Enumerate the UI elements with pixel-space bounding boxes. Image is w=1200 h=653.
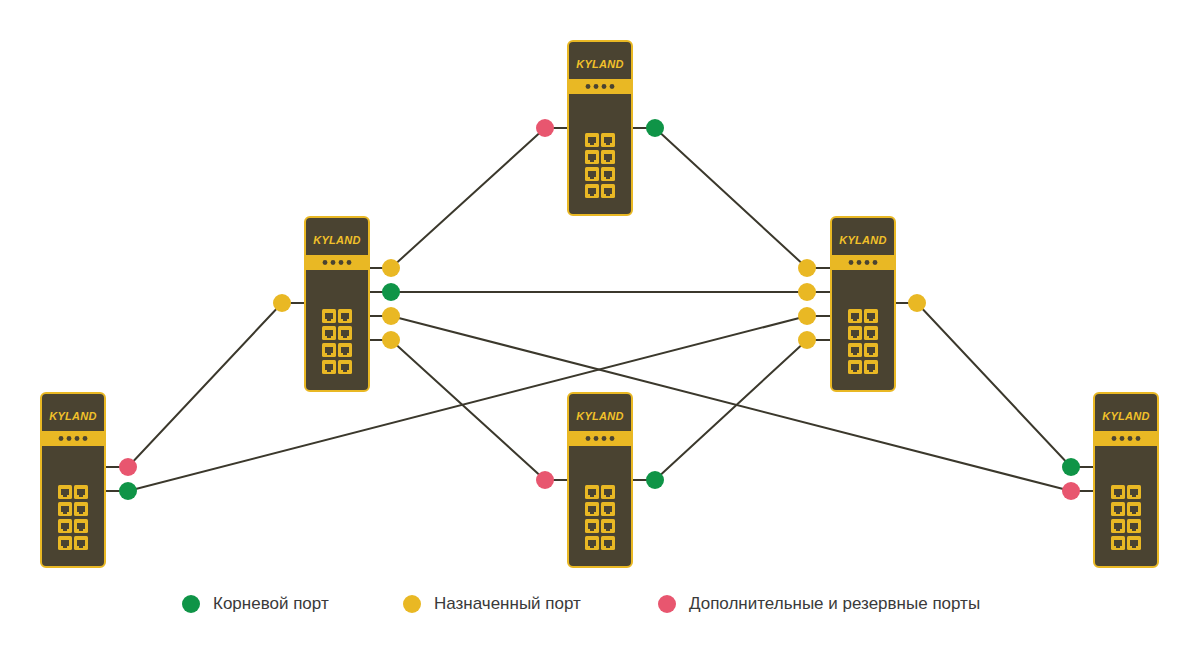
port-marker xyxy=(382,307,400,325)
network-switch: KYLAND xyxy=(567,392,633,568)
legend-label: Дополнительные и резервные порты xyxy=(689,594,980,614)
link-cable xyxy=(633,128,830,268)
network-switch: KYLAND xyxy=(567,40,633,216)
port-marker xyxy=(382,259,400,277)
link-cable xyxy=(370,316,1093,491)
port-marker xyxy=(382,331,400,349)
legend-label: Назначенный порт xyxy=(434,594,581,614)
network-switch: KYLAND xyxy=(40,392,106,568)
port-marker xyxy=(119,458,137,476)
port-marker xyxy=(646,119,664,137)
port-marker xyxy=(798,259,816,277)
brand-logo: KYLAND xyxy=(567,410,633,422)
brand-logo: KYLAND xyxy=(567,58,633,70)
port-marker xyxy=(646,471,664,489)
port-marker xyxy=(908,294,926,312)
port-marker xyxy=(1062,458,1080,476)
port-marker xyxy=(798,283,816,301)
port-marker xyxy=(1062,482,1080,500)
port-marker xyxy=(273,294,291,312)
legend-swatch xyxy=(658,595,676,613)
link-cable xyxy=(896,303,1093,467)
port-marker xyxy=(536,471,554,489)
legend-entry: Назначенный порт xyxy=(403,594,581,614)
port-marker xyxy=(119,482,137,500)
legend-swatch xyxy=(182,595,200,613)
port-marker xyxy=(382,283,400,301)
legend-entry: Дополнительные и резервные порты xyxy=(658,594,980,614)
network-switch: KYLAND xyxy=(304,216,370,392)
link-cable xyxy=(370,340,567,480)
port-marker xyxy=(798,331,816,349)
legend-entry: Корневой порт xyxy=(182,594,329,614)
brand-logo: KYLAND xyxy=(304,234,370,246)
link-cable xyxy=(106,303,304,467)
brand-logo: KYLAND xyxy=(40,410,106,422)
port-marker xyxy=(536,119,554,137)
link-cable xyxy=(633,340,830,480)
link-cable xyxy=(106,316,830,491)
network-switch: KYLAND xyxy=(830,216,896,392)
legend-label: Корневой порт xyxy=(213,594,329,614)
port-marker xyxy=(798,307,816,325)
legend-swatch xyxy=(403,595,421,613)
link-cable xyxy=(370,291,830,293)
brand-logo: KYLAND xyxy=(1093,410,1159,422)
brand-logo: KYLAND xyxy=(830,234,896,246)
network-switch: KYLAND xyxy=(1093,392,1159,568)
link-cable xyxy=(370,128,567,268)
